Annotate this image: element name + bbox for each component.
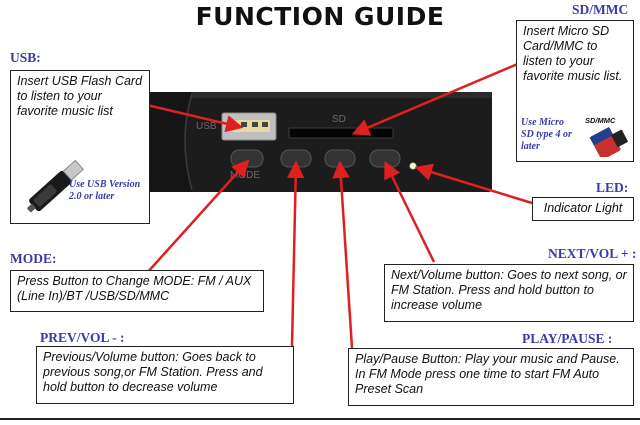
panel-sd-label: SD bbox=[332, 114, 346, 125]
prev-heading: PREV/VOL - : bbox=[40, 330, 125, 345]
sd-card-label: SD/MMC bbox=[585, 116, 616, 125]
panel-usb-label: USB bbox=[196, 121, 217, 132]
next-callout: Next/Volume button: Goes to next song, o… bbox=[384, 264, 634, 322]
play-arrow bbox=[332, 160, 354, 349]
mode-arrow bbox=[145, 159, 250, 275]
mode-heading: MODE: bbox=[10, 251, 57, 266]
next-arrow bbox=[384, 160, 436, 263]
prev-description: Previous/Volume button: Goes back to pre… bbox=[43, 350, 263, 394]
sd-arrow bbox=[351, 61, 521, 136]
next-description: Next/Volume button: Goes to next song, o… bbox=[391, 268, 627, 312]
next-heading: NEXT/VOL + : bbox=[548, 246, 637, 261]
usb-flash-drive-icon bbox=[27, 159, 85, 213]
sd-card-icon bbox=[589, 127, 628, 157]
led-callout: Indicator Light bbox=[532, 197, 634, 221]
sdmmc-heading: SD/MMC bbox=[572, 2, 629, 17]
led-heading: LED: bbox=[596, 180, 629, 195]
panel-bezel bbox=[150, 92, 192, 192]
prev-callout: Previous/Volume button: Goes back to pre… bbox=[36, 346, 294, 404]
sdmmc-description: Insert Micro SD Card/MMC to listen to yo… bbox=[523, 24, 623, 83]
bottom-rule bbox=[0, 418, 640, 420]
sdmmc-note: Use Micro SD type 4 or later bbox=[521, 117, 572, 152]
prev-arrow bbox=[286, 160, 305, 347]
mode-description: Press Button to Change MODE: FM / AUX (L… bbox=[17, 274, 252, 303]
sdmmc-callout: Insert Micro SD Card/MMC to listen to yo… bbox=[516, 20, 634, 162]
led-description: Indicator Light bbox=[543, 201, 623, 215]
play-description: Play/Pause Button: Play your music and P… bbox=[355, 352, 620, 396]
usb-callout: Insert USB Flash Card to listen to your … bbox=[10, 70, 150, 224]
led-arrow bbox=[414, 163, 533, 205]
page-title: FUNCTION GUIDE bbox=[195, 2, 445, 31]
play-heading: PLAY/PAUSE : bbox=[522, 331, 613, 346]
mode-callout: Press Button to Change MODE: FM / AUX (L… bbox=[10, 270, 264, 312]
usb-note: Use USB Version 2.0 or later bbox=[69, 179, 141, 202]
usb-description: Insert USB Flash Card to listen to your … bbox=[17, 74, 143, 118]
usb-heading: USB: bbox=[10, 50, 41, 65]
play-callout: Play/Pause Button: Play your music and P… bbox=[348, 348, 634, 406]
